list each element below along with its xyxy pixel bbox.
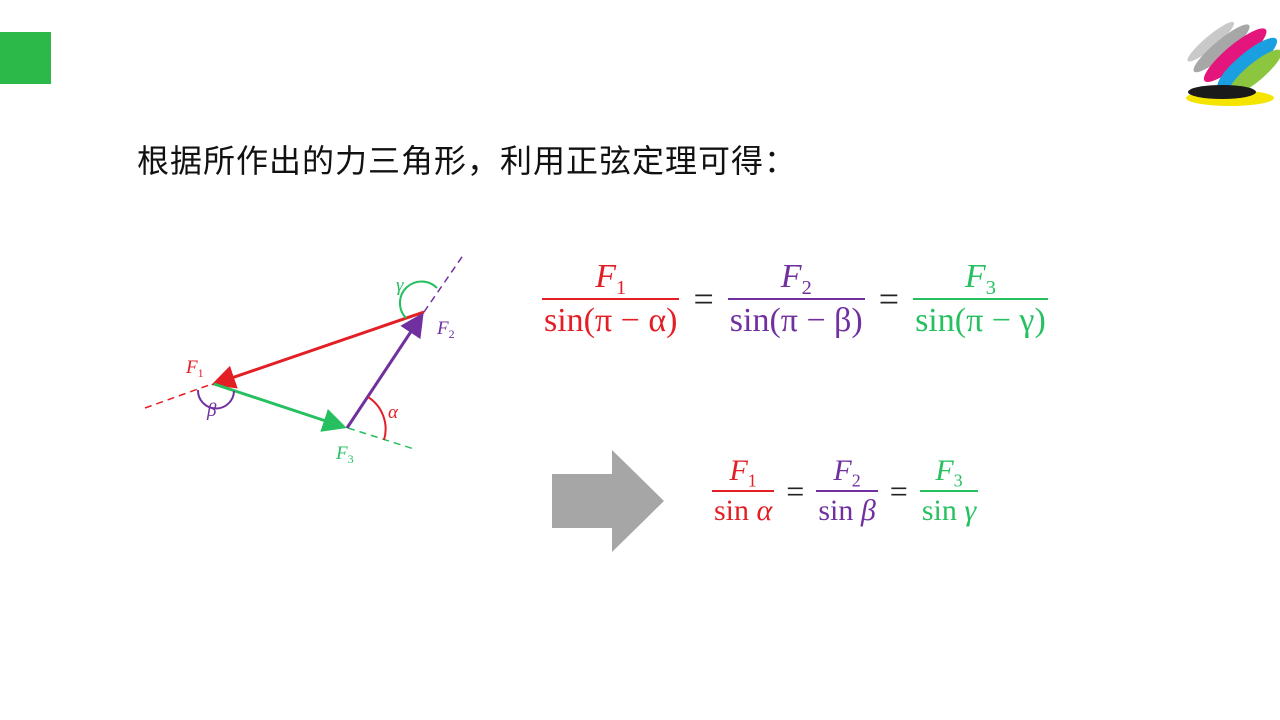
vector-f2 <box>345 312 424 429</box>
fraction-f1-numerator: F1 <box>595 258 627 300</box>
sine-law-formula-supplementary: F1 sin(π − α) = F2 sin(π − β) = F3 sin(π… <box>542 258 1048 340</box>
fraction-bar <box>913 298 1048 300</box>
extension-line-f1 <box>144 383 213 409</box>
brand-logo <box>1186 21 1280 106</box>
right-arrow-icon <box>552 450 664 552</box>
fraction-f1-denominator: sin(π − α) <box>544 302 678 339</box>
equals-sign: = <box>786 472 805 509</box>
angle-arc-beta <box>196 389 235 410</box>
equals-sign: = <box>878 279 900 319</box>
label-f3: F3 <box>335 443 354 466</box>
sine-law-formula-simplified: F1 sin α = F2 sin β = F3 sin γ <box>712 454 979 528</box>
extension-line-f3 <box>347 427 415 450</box>
vector-f3 <box>213 382 347 432</box>
angle-arc-gamma <box>398 280 438 319</box>
fraction-f1: F1 sin(π − α) <box>542 258 680 340</box>
fraction-f3-simplified: F3 sin γ <box>919 454 979 528</box>
fraction-bar <box>816 490 878 492</box>
fraction-f3-numerator: F3 <box>964 258 996 300</box>
label-f2: F2 <box>436 318 455 341</box>
label-alpha: α <box>388 402 399 423</box>
fraction-f2: F2 sin(π − β) <box>727 258 865 340</box>
fraction-bar <box>542 298 680 300</box>
equals-sign: = <box>889 472 908 509</box>
fraction-bar <box>919 490 979 492</box>
fraction-f2-simplified: F2 sin β <box>816 454 878 528</box>
label-f1: F1 <box>185 357 204 380</box>
fraction-f3-denominator: sin γ <box>921 494 977 527</box>
fraction-bar <box>712 490 775 492</box>
fraction-f1-numerator: F1 <box>729 454 757 491</box>
fraction-bar <box>727 298 865 300</box>
heading-text: 根据所作出的力三角形，利用正弦定理可得： <box>137 142 798 180</box>
fraction-f2-denominator: sin(π − β) <box>729 302 863 339</box>
vector-f1 <box>211 310 425 389</box>
fraction-f3-denominator: sin(π − γ) <box>915 302 1046 339</box>
equals-sign: = <box>693 279 714 319</box>
fraction-f1-denominator: sin α <box>714 494 773 527</box>
fraction-f1-simplified: F1 sin α <box>712 454 775 528</box>
fraction-f3-numerator: F3 <box>935 454 963 491</box>
fraction-f3: F3 sin(π − γ) <box>913 258 1048 340</box>
fraction-f2-numerator: F2 <box>780 258 812 300</box>
fraction-f2-numerator: F2 <box>833 454 861 491</box>
label-gamma: γ <box>396 275 404 296</box>
green-accent-tab <box>0 32 51 84</box>
angle-arc-alpha <box>367 396 387 441</box>
fraction-f2-denominator: sin β <box>818 494 876 527</box>
label-beta: β <box>206 400 217 421</box>
